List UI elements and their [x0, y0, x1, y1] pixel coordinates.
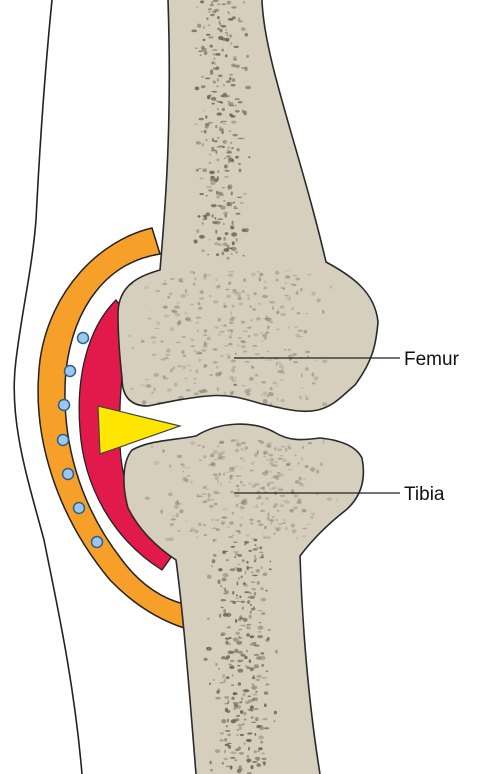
fluid-dot: [92, 537, 103, 548]
fluid-dot: [65, 366, 76, 377]
fluid-dot: [78, 333, 89, 344]
femur-bone: [118, 0, 378, 411]
tibia-label: Tibia: [404, 484, 445, 505]
fluid-dot: [58, 435, 69, 446]
fluid-dot: [63, 469, 74, 480]
fluid-dot: [74, 503, 85, 514]
fluid-dot: [59, 400, 70, 411]
femur-label: Femur: [404, 349, 460, 370]
